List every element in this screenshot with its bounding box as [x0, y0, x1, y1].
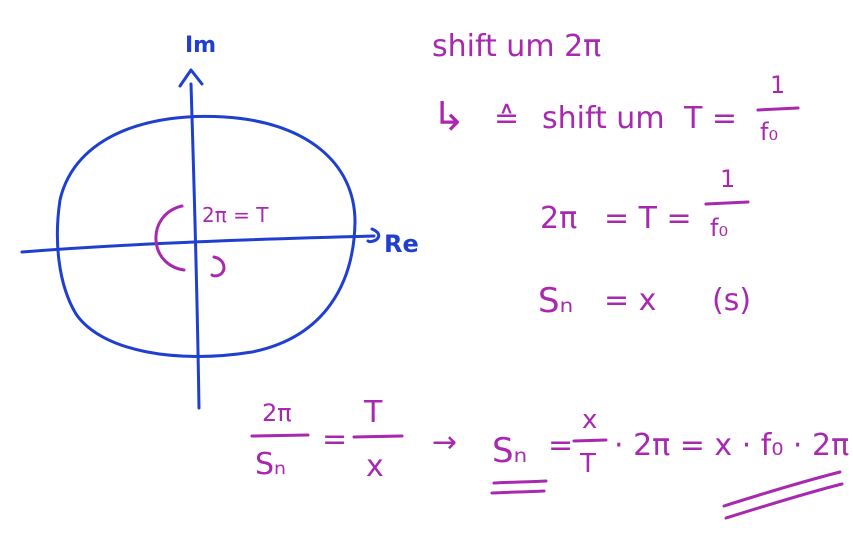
eq-result-tail: · 2π = x · f₀ · 2π	[614, 428, 849, 463]
complex-plane	[20, 68, 381, 410]
underline-sn-2	[490, 489, 546, 495]
eq-equals: =	[322, 422, 347, 457]
eq-frac3-bar	[572, 438, 608, 443]
unit-circle	[55, 114, 357, 358]
underline-result-2	[724, 482, 844, 520]
note-correspondence: ≙	[494, 101, 519, 136]
note-unit-seconds: (s)	[712, 283, 751, 318]
eq-frac2-numerator: T	[363, 395, 383, 430]
eq-frac2-bar	[352, 434, 404, 439]
eq-frac3-numerator: x	[582, 405, 597, 435]
imag-axis-arrowhead	[178, 68, 204, 88]
note-equals-x: = x	[604, 283, 656, 318]
eq-result-sn: Sₙ	[492, 431, 527, 471]
note-2pi-period: 2π = T = 1 f₀	[540, 165, 750, 242]
fraction-denominator: f₀	[760, 118, 778, 146]
fraction-denominator: f₀	[710, 214, 728, 242]
eq-frac2-denominator: x	[366, 449, 384, 484]
real-axis-label: Re	[384, 230, 419, 258]
note-shift-2pi: shift um 2π	[432, 29, 601, 64]
note-2pi: 2π	[540, 201, 577, 236]
note-arrow: ↳	[432, 94, 466, 140]
note-shift-x: Sₙ = x (s)	[538, 281, 751, 321]
note-shift-um: shift um	[542, 101, 665, 136]
underline-sn-1	[492, 479, 548, 485]
eq-arrow: →	[432, 425, 457, 460]
imag-axis	[189, 82, 201, 410]
note-shift-period: ↳ ≙ shift um T = 1 f₀	[432, 71, 800, 146]
fraction-numerator: 1	[720, 165, 735, 193]
fraction-bar	[756, 106, 800, 112]
real-axis	[20, 234, 376, 254]
result-underlines	[490, 470, 844, 520]
eq-frac1-bar	[250, 433, 310, 438]
rotation-arc-path	[154, 204, 186, 272]
underline-result-1	[722, 470, 842, 508]
imag-axis-label: Im	[185, 33, 216, 58]
derived-equation: 2π Sₙ = T x → Sₙ = x T · 2π = x · f₀ · 2…	[250, 395, 849, 484]
note-t-equals: T =	[683, 101, 737, 136]
eq-frac3-denominator: T	[579, 449, 596, 479]
fraction-numerator: 1	[770, 71, 785, 99]
eq-frac1-numerator: 2π	[262, 399, 292, 427]
eq-frac1-denominator: Sₙ	[255, 447, 286, 482]
eq-result-equals: =	[548, 428, 573, 463]
note-equals-t: = T =	[604, 201, 692, 236]
fraction-bar	[704, 200, 750, 206]
real-axis-arrowhead	[366, 227, 381, 244]
rotation-arc-tip	[210, 255, 226, 278]
rotation-arc	[154, 204, 226, 278]
rotation-label: 2π = T	[202, 203, 269, 227]
note-sn: Sₙ	[538, 281, 573, 321]
